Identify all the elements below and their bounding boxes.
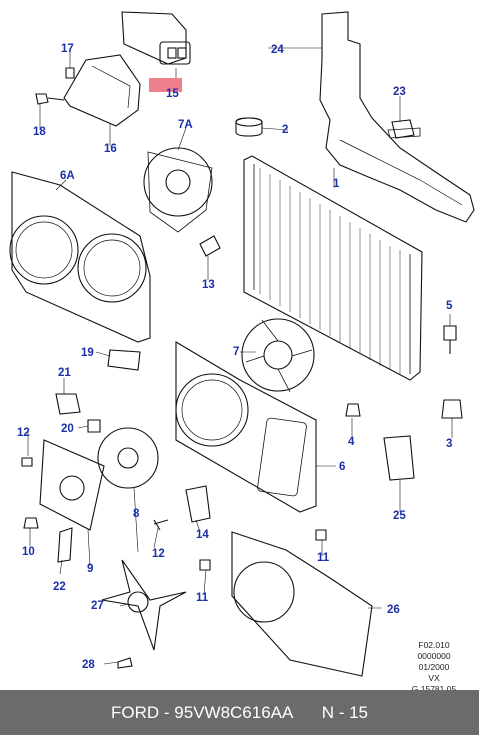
callout-28[interactable]: 28 bbox=[82, 659, 95, 671]
callout-9[interactable]: 9 bbox=[87, 563, 94, 575]
shroud-6 bbox=[175, 341, 317, 513]
pad-19 bbox=[107, 349, 141, 371]
callout-8[interactable]: 8 bbox=[133, 508, 140, 520]
meta-line: 0000000 bbox=[417, 651, 451, 661]
radiator-1 bbox=[243, 155, 423, 381]
fastener-3 bbox=[441, 399, 463, 419]
screw-11a bbox=[315, 529, 327, 541]
screw-17 bbox=[65, 67, 75, 79]
nut-10 bbox=[23, 517, 39, 529]
callout-16[interactable]: 16 bbox=[104, 143, 117, 155]
callout-12a[interactable]: 12 bbox=[17, 427, 30, 439]
callout-17[interactable]: 17 bbox=[61, 43, 74, 55]
callout-19[interactable]: 19 bbox=[81, 347, 94, 359]
fan-7a bbox=[143, 147, 213, 217]
callout-11b[interactable]: 11 bbox=[196, 592, 209, 604]
screw-28 bbox=[117, 657, 133, 669]
callout-11a[interactable]: 11 bbox=[317, 552, 330, 564]
grommet-2 bbox=[235, 117, 263, 137]
callout-10[interactable]: 10 bbox=[22, 546, 35, 558]
footer-brand: FORD bbox=[111, 702, 160, 722]
callout-25[interactable]: 25 bbox=[393, 510, 406, 522]
clip-20 bbox=[87, 419, 101, 433]
bracket-9 bbox=[39, 439, 105, 531]
callout-6a[interactable]: 6A bbox=[60, 170, 75, 182]
exploded-parts-diagram bbox=[9, 11, 475, 677]
screw-18 bbox=[35, 93, 65, 105]
callout-4[interactable]: 4 bbox=[348, 436, 355, 448]
callout-20[interactable]: 20 bbox=[61, 423, 74, 435]
bracket-22 bbox=[57, 527, 73, 563]
bracket-14 bbox=[185, 485, 211, 523]
callout-7a[interactable]: 7A bbox=[178, 119, 193, 131]
meta-line: 01/2000 bbox=[418, 662, 450, 672]
fan-7 bbox=[241, 318, 315, 392]
meta-line: VX bbox=[428, 673, 440, 683]
callout-27[interactable]: 27 bbox=[91, 600, 104, 612]
meta-line: F02.010 bbox=[418, 640, 450, 650]
bracket-16 bbox=[63, 54, 141, 127]
callout-5[interactable]: 5 bbox=[446, 300, 453, 312]
callout-22[interactable]: 22 bbox=[53, 581, 66, 593]
grommet-13 bbox=[199, 235, 221, 257]
clip-23 bbox=[391, 119, 415, 139]
drawing-metadata: F02.010 0000000 01/2000 VX G 15781 05 bbox=[399, 640, 469, 695]
fan-8 bbox=[97, 427, 159, 489]
callout-12b[interactable]: 12 bbox=[152, 548, 165, 560]
callout-15[interactable]: 15 bbox=[166, 88, 179, 100]
callout-2[interactable]: 2 bbox=[282, 124, 289, 136]
footer-gap bbox=[293, 703, 321, 723]
fastener-4 bbox=[345, 403, 361, 417]
callout-14[interactable]: 14 bbox=[196, 529, 209, 541]
callout-24[interactable]: 24 bbox=[271, 44, 284, 56]
callout-13[interactable]: 13 bbox=[202, 279, 215, 291]
callout-6[interactable]: 6 bbox=[339, 461, 346, 473]
meta-line: G 15781 05 bbox=[411, 684, 457, 694]
deflector-24 bbox=[319, 11, 475, 223]
callout-1[interactable]: 1 bbox=[333, 178, 340, 190]
footer-bar: FORD - 95VW8C616AA N - 15 bbox=[0, 690, 479, 735]
fastener-5 bbox=[443, 325, 457, 354]
screw-11b bbox=[199, 559, 211, 571]
callout-3[interactable]: 3 bbox=[446, 438, 453, 450]
footer-position: N - 15 bbox=[321, 702, 368, 722]
screw-12b bbox=[153, 519, 169, 531]
footer-separator: - bbox=[159, 702, 175, 722]
callout-21[interactable]: 21 bbox=[58, 367, 71, 379]
callout-18[interactable]: 18 bbox=[33, 126, 46, 138]
callout-26[interactable]: 26 bbox=[387, 604, 400, 616]
screw-12a bbox=[21, 457, 33, 467]
footer-part-number: 95VW8C616AA bbox=[174, 702, 294, 722]
clip-21 bbox=[55, 393, 81, 415]
callout-23[interactable]: 23 bbox=[393, 86, 406, 98]
shroud-6a bbox=[11, 171, 151, 343]
support-27 bbox=[101, 559, 187, 651]
highlight-box bbox=[149, 78, 182, 92]
shroud-26 bbox=[231, 531, 373, 677]
resistor-25 bbox=[383, 435, 415, 481]
callout-7[interactable]: 7 bbox=[233, 346, 240, 358]
